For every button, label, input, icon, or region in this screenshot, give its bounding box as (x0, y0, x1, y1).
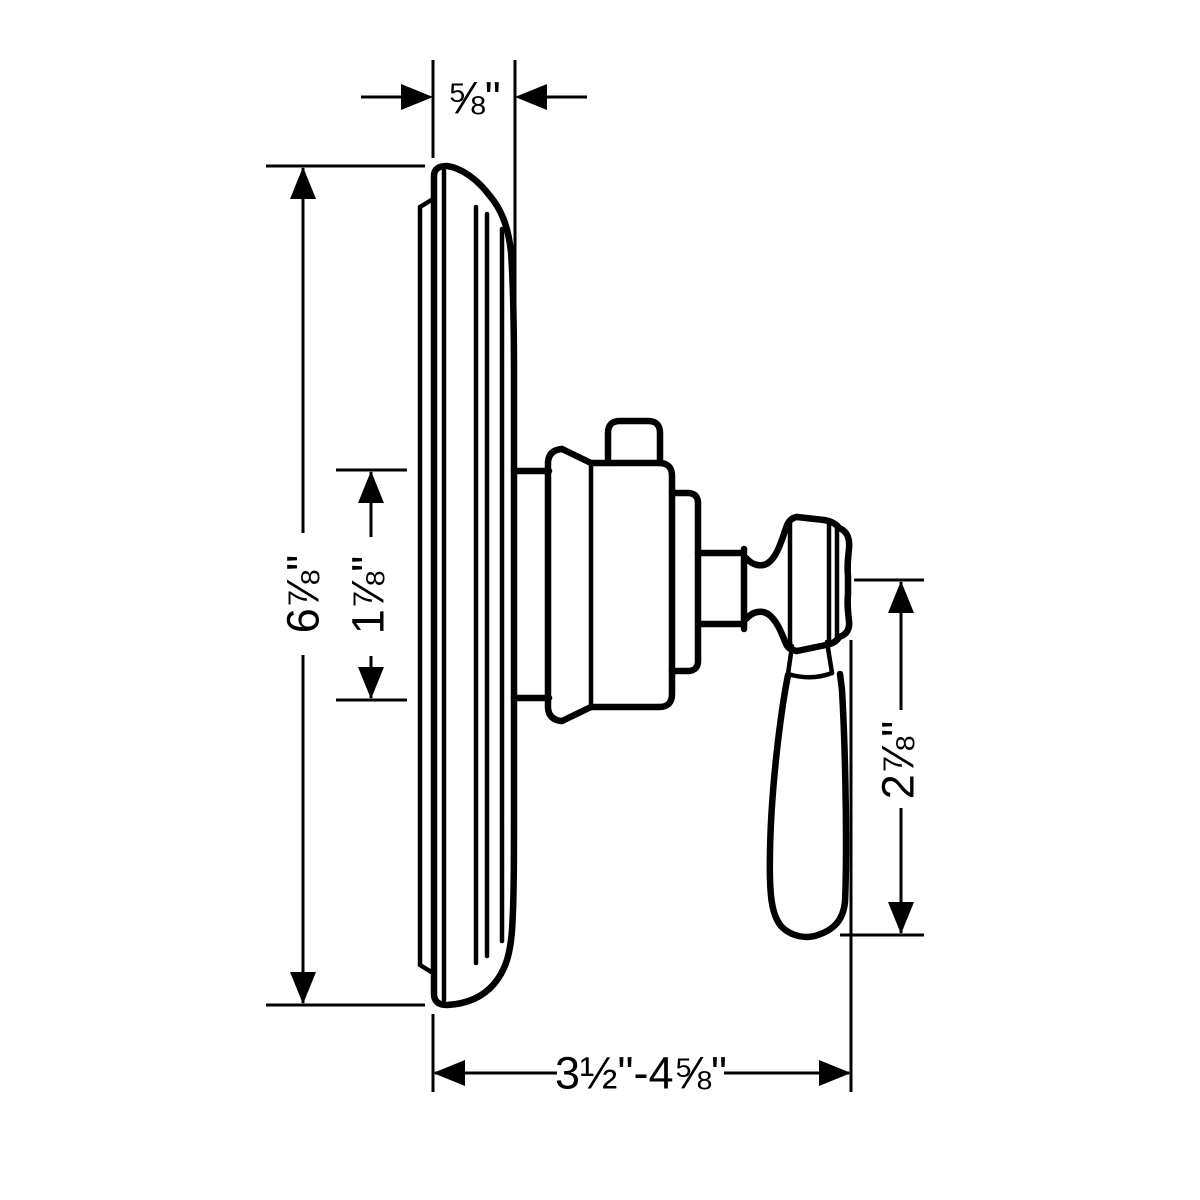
arrowhead-up (358, 471, 384, 503)
dimension-plate-height: 6⅞" (266, 164, 425, 1007)
arrowhead-down (888, 902, 914, 934)
cartridge-body (587, 459, 676, 711)
check-stop-knob (604, 417, 664, 467)
arrowhead-left (433, 1060, 465, 1086)
lever-collar-bottom-arc (785, 670, 835, 680)
handle-assembly (742, 513, 853, 941)
arrowhead-up (290, 167, 316, 199)
dimension-label-plate-height: 6⅞" (278, 555, 329, 634)
lever-collar-right (824, 639, 835, 676)
arrowhead-left (515, 84, 547, 110)
dimension-label-handle-drop: 2⅞" (873, 721, 924, 800)
dimension-plate-depth: ⅝" (361, 60, 587, 443)
dimension-install-depth: 3½"-4⅝" (431, 640, 853, 1099)
handle-knob-right-face (835, 524, 853, 641)
hub-flange-taper-top (558, 445, 595, 467)
handle-neck-top (742, 554, 772, 569)
handle-neck-bottom (742, 608, 772, 623)
dimension-hub-diameter: 1⅞" (336, 468, 407, 702)
cartridge-end-cap (668, 489, 702, 675)
arrowhead-right (401, 84, 433, 110)
arrowhead-up (888, 581, 914, 613)
plate-outline (430, 162, 518, 1009)
lever-collar-left (785, 643, 795, 677)
valve-cartridge-assembly (510, 417, 748, 725)
lever-handle (766, 670, 850, 941)
dimension-label-install-depth: 3½"-4⅝" (555, 1048, 727, 1099)
dimension-label-plate-depth: ⅝" (447, 73, 501, 124)
handle-bell-top (764, 513, 801, 567)
arrowhead-down (290, 972, 316, 1004)
plate-wall-ring-line (417, 196, 436, 976)
arrowhead-right (819, 1060, 851, 1086)
handle-knob-bottom-edge (793, 633, 843, 655)
handle-knob-top-edge (793, 513, 843, 532)
escutcheon-plate (417, 162, 518, 1009)
arrowhead-down (358, 667, 384, 699)
dimension-label-hub-diameter: 1⅞" (343, 556, 394, 635)
dimension-handle-drop: 2⅞" (840, 578, 924, 937)
hub-flange-taper-bottom (558, 703, 595, 725)
hub-flange-left-edge (544, 445, 566, 725)
